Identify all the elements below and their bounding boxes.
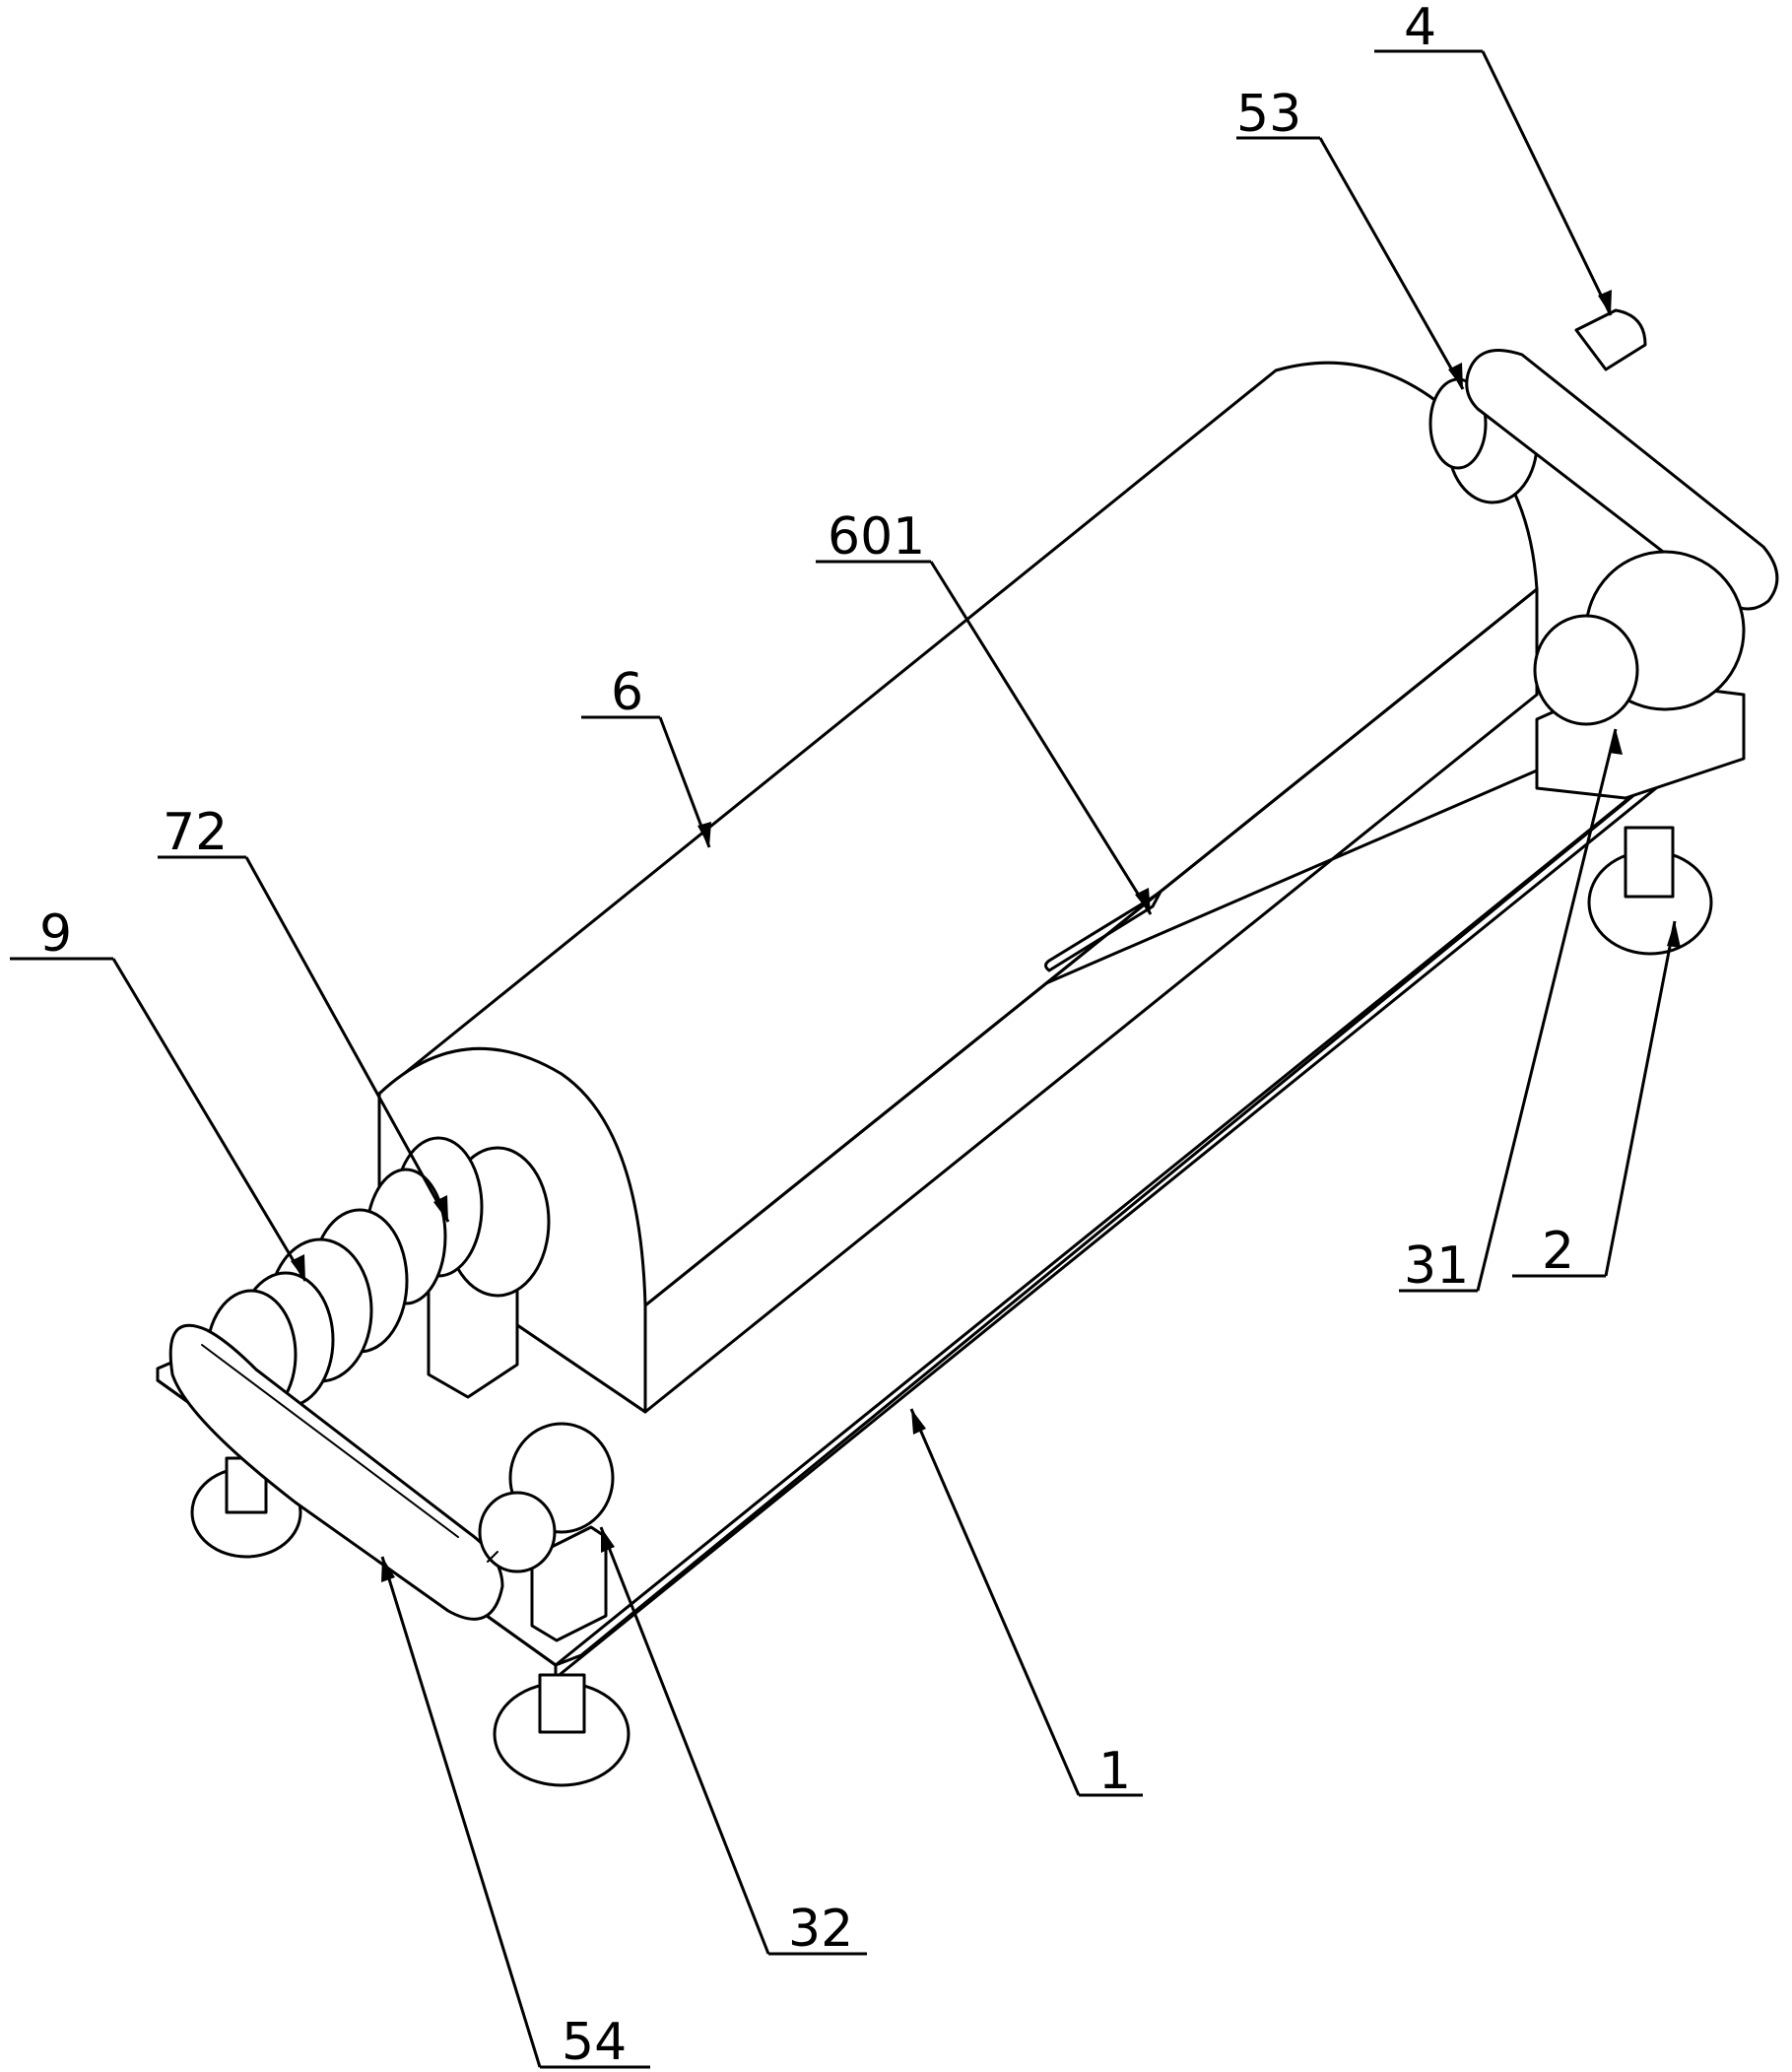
leader-72 <box>158 855 450 1223</box>
leader-53 <box>1236 136 1465 390</box>
label-32: 32 <box>788 1900 853 1959</box>
leader-32 <box>599 1526 867 1956</box>
label-601: 601 <box>828 507 925 567</box>
leader-2 <box>1512 920 1681 1278</box>
shaft-4 <box>1574 308 1647 371</box>
label-53: 53 <box>1236 85 1301 144</box>
motor-32 <box>478 1422 615 1642</box>
leader-601 <box>816 560 1153 915</box>
leader-31 <box>1399 728 1623 1293</box>
handle <box>1044 890 1162 972</box>
leader-4 <box>1374 49 1613 316</box>
leader-6 <box>581 715 711 848</box>
belt-guard-54 <box>168 1323 504 1621</box>
label-1: 1 <box>1098 1742 1131 1801</box>
support-foot-right <box>1587 826 1713 956</box>
label-9: 9 <box>39 904 72 964</box>
leader-9 <box>10 957 307 1282</box>
label-31: 31 <box>1404 1237 1469 1296</box>
leader-54 <box>380 1556 650 2069</box>
leader-1 <box>909 1408 1143 1797</box>
motor-31 <box>1533 550 1746 800</box>
label-4: 4 <box>1404 0 1436 57</box>
belt-guard-53 <box>1465 349 1779 611</box>
label-54: 54 <box>562 2013 627 2072</box>
support-foot-left-rear <box>190 1456 302 1559</box>
support-foot-front <box>493 1673 631 1787</box>
label-72: 72 <box>163 803 228 862</box>
label-6: 6 <box>611 663 643 722</box>
label-2: 2 <box>1542 1222 1574 1281</box>
